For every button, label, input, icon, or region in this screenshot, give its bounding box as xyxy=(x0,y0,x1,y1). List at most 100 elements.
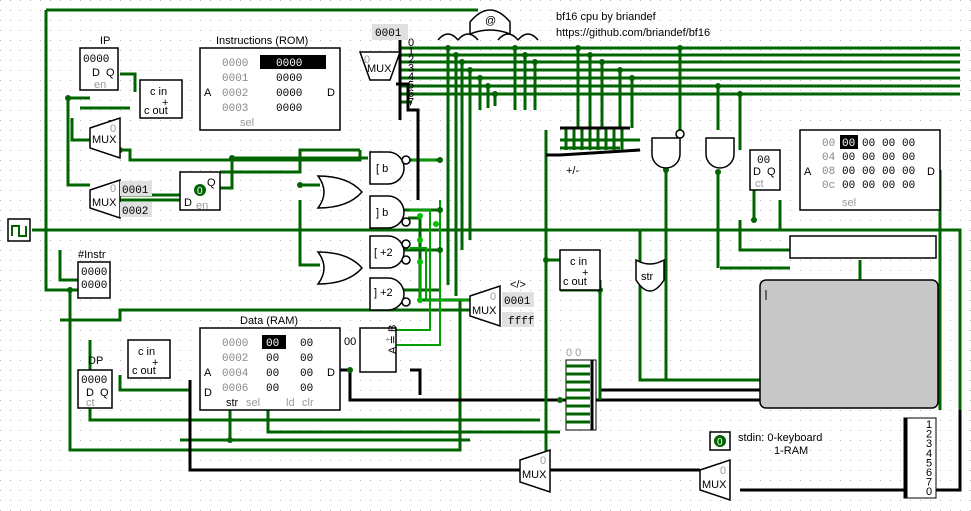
decoder-bit: 4 xyxy=(408,71,414,83)
vram-cell: 00 xyxy=(902,138,915,150)
right-splitter-bit: 4 xyxy=(926,448,932,460)
right-splitter-bit: 0 xyxy=(926,486,932,498)
data-direction-mux: </> MUX 0 0001 ffff xyxy=(469,279,534,328)
ram-clr-pin: clr xyxy=(302,397,314,409)
ip-mux-1-label: MUX xyxy=(92,134,117,146)
vram-cell: 00 xyxy=(842,138,855,150)
value-adder-cout: c out xyxy=(563,276,587,288)
comparator: 00 A ≟ B xyxy=(344,325,399,373)
ram-cell: 00 xyxy=(300,383,313,395)
plus-minus-label: +/- xyxy=(566,165,579,177)
rom-address: 0003 xyxy=(222,103,248,115)
value-adder: c in c out + xyxy=(559,249,601,291)
and-gate-5 xyxy=(705,137,735,169)
comparator-label: A ≟ B xyxy=(386,325,399,354)
vram-register-ct-pin: ct xyxy=(755,178,764,190)
data-direction-const-2: ffff xyxy=(508,316,534,328)
and-gate-open-skip-label: [ +2 xyxy=(374,247,393,259)
vram-cell: 00 xyxy=(902,152,915,164)
ip-adder-plus: + xyxy=(162,97,168,109)
ip-register: IP 0000 D Q en xyxy=(79,35,119,91)
decoder-bit: 2 xyxy=(408,54,414,66)
decoder-bit: 5 xyxy=(408,80,414,92)
rom-value: 0000 xyxy=(276,73,302,85)
flag-state-led[interactable] xyxy=(194,184,206,196)
top-mux-zero: 0 xyxy=(364,54,370,66)
dp-register: DP 0000 D Q ct xyxy=(77,355,113,409)
plus-minus-section: +/- xyxy=(546,126,641,177)
dp-d-pin: D xyxy=(86,387,94,399)
dp-ct-pin: ct xyxy=(86,397,95,409)
rom-address: 0000 xyxy=(222,58,248,70)
stdin-label-line-1: stdin: 0-keyboard xyxy=(738,432,822,444)
vram-sel-pin: sel xyxy=(842,197,856,209)
clock-input[interactable] xyxy=(7,218,31,242)
right-splitter-bit: 2 xyxy=(926,429,932,441)
ip-adder: c in c out + xyxy=(139,79,183,119)
top-mux: 0001 MUX 0 xyxy=(358,24,408,81)
vram-register-q-pin: Q xyxy=(767,166,776,178)
ip-mux-2-const-1: 0001 xyxy=(122,185,149,197)
data-direction-mux-label: MUX xyxy=(472,305,497,317)
vram-cell: 00 xyxy=(882,180,895,192)
vram-address: 0c xyxy=(822,180,835,192)
instr-counter-value-2: 0000 xyxy=(81,280,107,292)
ip-mux-2-label: MUX xyxy=(92,197,117,209)
right-splitter-bit: 5 xyxy=(926,457,932,469)
flag-value: 0 xyxy=(197,186,203,197)
ram-a-pin: A xyxy=(204,367,212,379)
flag-register: Q D en 0 xyxy=(179,171,221,212)
ram-selected-cell xyxy=(262,335,286,349)
rom-value: 0000 xyxy=(276,58,302,70)
bottom-mux-zero: 0 xyxy=(540,455,546,467)
vram-cell: 00 xyxy=(842,180,855,192)
ram-address: 0004 xyxy=(222,368,249,380)
vram-d-pin: D xyxy=(927,166,935,178)
decoder-bit: 3 xyxy=(408,63,414,75)
instr-counter: #Instr 0000 0000 xyxy=(77,249,111,299)
ip-label: IP xyxy=(100,35,110,47)
stdin-mux-zero: 0 xyxy=(720,465,726,477)
right-splitter-bit: 7 xyxy=(926,477,932,489)
ip-adder-cout: c out xyxy=(144,105,168,117)
vram-register-value: 00 xyxy=(757,155,770,167)
ip-q-pin: Q xyxy=(106,67,115,79)
vram-register-d-pin: D xyxy=(753,166,761,178)
top-mux-const: 0001 xyxy=(375,28,402,40)
ip-value: 0000 xyxy=(83,54,109,66)
ram-address: 0006 xyxy=(222,383,248,395)
and-gate-close-b-label: ] b xyxy=(376,207,388,219)
rom-address: 0002 xyxy=(222,88,248,100)
vram-register: 00 D Q ct xyxy=(749,149,781,191)
at-gate: @ xyxy=(437,9,539,41)
and-gate-close-skip: ] +2 xyxy=(369,277,411,311)
middle-splitter: 0 0 xyxy=(565,347,597,431)
stdin-selector[interactable]: 0 xyxy=(709,431,731,451)
vram-cell: 00 xyxy=(902,180,915,192)
vram-cell: 00 xyxy=(842,166,855,178)
ram-address: 0002 xyxy=(222,353,248,365)
instr-counter-value-1: 0000 xyxy=(81,267,107,279)
at-gate-label: @ xyxy=(485,15,496,27)
vram-cell: 00 xyxy=(882,166,895,178)
data-direction-mux-zero: 0 xyxy=(490,291,496,303)
ip-d-pin: D xyxy=(92,67,100,79)
decoder-bit: 7 xyxy=(408,97,414,109)
ram-address: 0000 xyxy=(222,338,248,350)
flag-d-pin: D xyxy=(184,197,192,209)
vram-cell: 00 xyxy=(862,180,875,192)
title-line-2: https://github.com/briandef/bf16 xyxy=(556,27,710,39)
title-line-1: bf16 cpu by briandef xyxy=(556,11,657,23)
wires xyxy=(32,8,962,492)
decoder-bit: 0 xyxy=(408,37,414,49)
middle-splitter-top-bits: 0 0 xyxy=(566,347,581,359)
and-gate-close-skip-label: ] +2 xyxy=(374,287,393,299)
dp-adder-cout: c out xyxy=(132,365,156,377)
rom-sel-pin: sel xyxy=(240,117,254,129)
stdin-mux-label: MUX xyxy=(702,479,727,491)
